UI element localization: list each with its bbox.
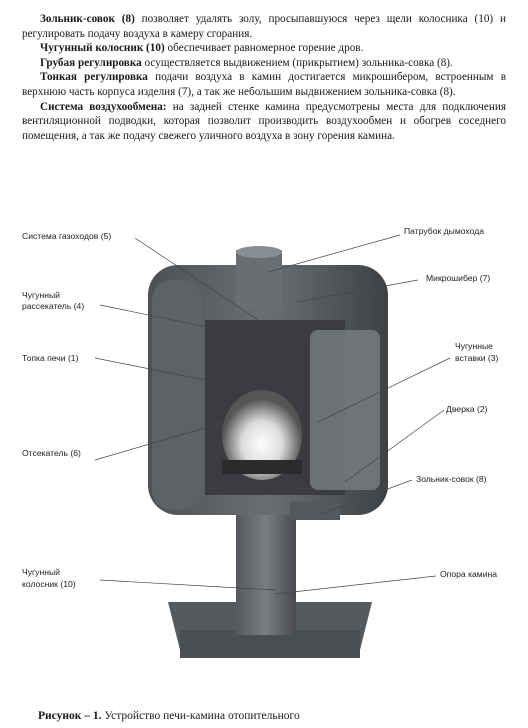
stove-illustration <box>94 234 451 658</box>
label-inserts-1: Чугунные <box>455 341 493 351</box>
label-support: Опора камина <box>440 569 498 579</box>
label-firebox: Топка печи (1) <box>22 353 79 363</box>
side-grille <box>152 280 202 510</box>
label-divider-2: рассекатель (4) <box>22 301 85 311</box>
stove-figure: Система газоходов (5) Чугунный рассекате… <box>0 210 528 705</box>
label-micro-damper: Микрошибер (7) <box>426 273 491 283</box>
label-gas-system: Система газоходов (5) <box>22 231 112 241</box>
fire <box>222 390 302 480</box>
paragraph-air: Система воздухообмена: на задней стенке … <box>22 100 506 142</box>
chimney-top <box>236 246 282 258</box>
grate <box>222 460 302 474</box>
figure-caption: Рисунок – 1. Устройство печи-камина отоп… <box>38 710 300 722</box>
label-divider-1: Чугунный <box>22 290 60 300</box>
label-grate-1: Чугунный <box>22 567 60 577</box>
paragraph-coarse: Грубая регулировка осуществляется выдвиж… <box>40 56 453 69</box>
paragraph-grate: Чугунный колосник (10) обеспечивает равн… <box>40 42 364 55</box>
label-ash-pan: Зольник-совок (8) <box>416 474 487 484</box>
label-chimney: Патрубок дымохода <box>404 226 484 236</box>
label-cutoff: Отсекатель (6) <box>22 448 81 458</box>
glass-door <box>310 330 380 490</box>
support-pole <box>236 510 296 635</box>
ash-pan <box>290 502 340 520</box>
body-text: Зольник-совок (8) позволяет удалять золу… <box>22 12 506 143</box>
label-door: Дверка (2) <box>446 404 488 414</box>
chimney-pipe <box>236 250 282 310</box>
label-grate-2: колосник (10) <box>22 579 76 589</box>
paragraph-fine: Тонкая регулировка подачи воздуха в ками… <box>22 71 506 98</box>
label-inserts-2: вставки (3) <box>455 353 499 363</box>
paragraph-ash-pan: Зольник-совок (8) позволяет удалять золу… <box>22 13 506 40</box>
